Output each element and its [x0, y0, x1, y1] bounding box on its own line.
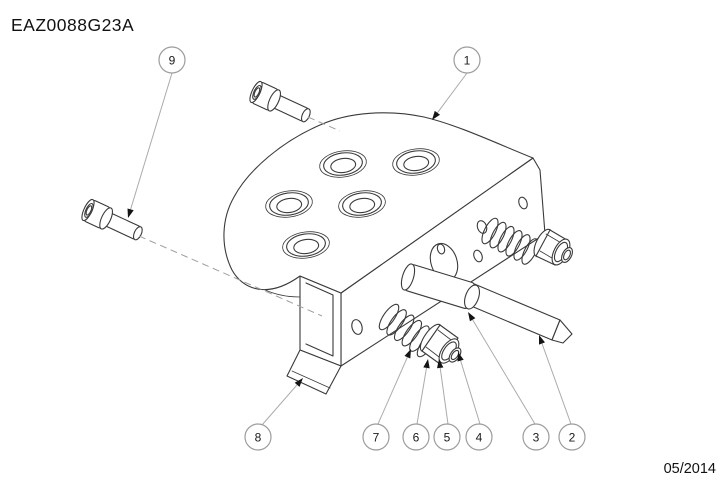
cap-screw-top: [249, 80, 311, 123]
callout-2: 2: [558, 423, 586, 451]
callout-8: 8: [244, 423, 272, 451]
callout-leader-9: [127, 72, 173, 218]
callout-leader-1: [432, 72, 468, 120]
callout-4-label: 4: [476, 431, 483, 445]
top-plate: [223, 112, 534, 294]
spring-nut-upper: [533, 228, 573, 266]
callout-3-label: 3: [533, 431, 540, 445]
bottom-flange: [286, 349, 342, 395]
assembly-axis-line: [307, 116, 341, 132]
assembly-axis-line: [138, 235, 323, 317]
rod-assembly: [400, 242, 573, 344]
plate-hole: [265, 190, 313, 218]
spring-nut-lower: [419, 323, 462, 365]
callout-8-label: 8: [255, 431, 262, 445]
callout-5-label: 5: [444, 431, 451, 445]
channel-face-hole: [351, 319, 363, 335]
callout-4: 4: [465, 423, 493, 451]
callout-leader-8: [261, 378, 303, 426]
callout-6-label: 6: [413, 431, 420, 445]
part-number-label: EAZ0088G23A: [11, 15, 134, 35]
callout-7-label: 7: [373, 431, 380, 445]
callout-5: 5: [433, 423, 461, 451]
rod-tip: [551, 319, 573, 344]
callout-1-label: 1: [464, 54, 471, 68]
callout-9-label: 9: [169, 54, 176, 68]
callout-3: 3: [522, 423, 550, 451]
revision-date-label: 05/2014: [664, 461, 716, 477]
callout-2-label: 2: [569, 431, 576, 445]
plate-hole: [282, 231, 330, 259]
rod-collar: [463, 284, 481, 310]
callout-6: 6: [402, 423, 430, 451]
callout-leader-4: [457, 352, 481, 425]
callout-leader-6: [416, 359, 430, 425]
spring-upper: [481, 217, 539, 265]
plate-hole: [338, 190, 386, 218]
callout-1: 1: [453, 46, 481, 74]
callout-9: 9: [158, 46, 186, 74]
plate-hole: [392, 148, 440, 176]
callout-leader-2: [539, 335, 572, 425]
cap-screw-left: [81, 198, 143, 241]
callout-leader-5: [437, 359, 449, 425]
callout-leader-3: [468, 312, 536, 425]
callout-leader-7: [377, 349, 411, 425]
plate-hole: [319, 150, 367, 178]
callout-7: 7: [362, 423, 390, 451]
